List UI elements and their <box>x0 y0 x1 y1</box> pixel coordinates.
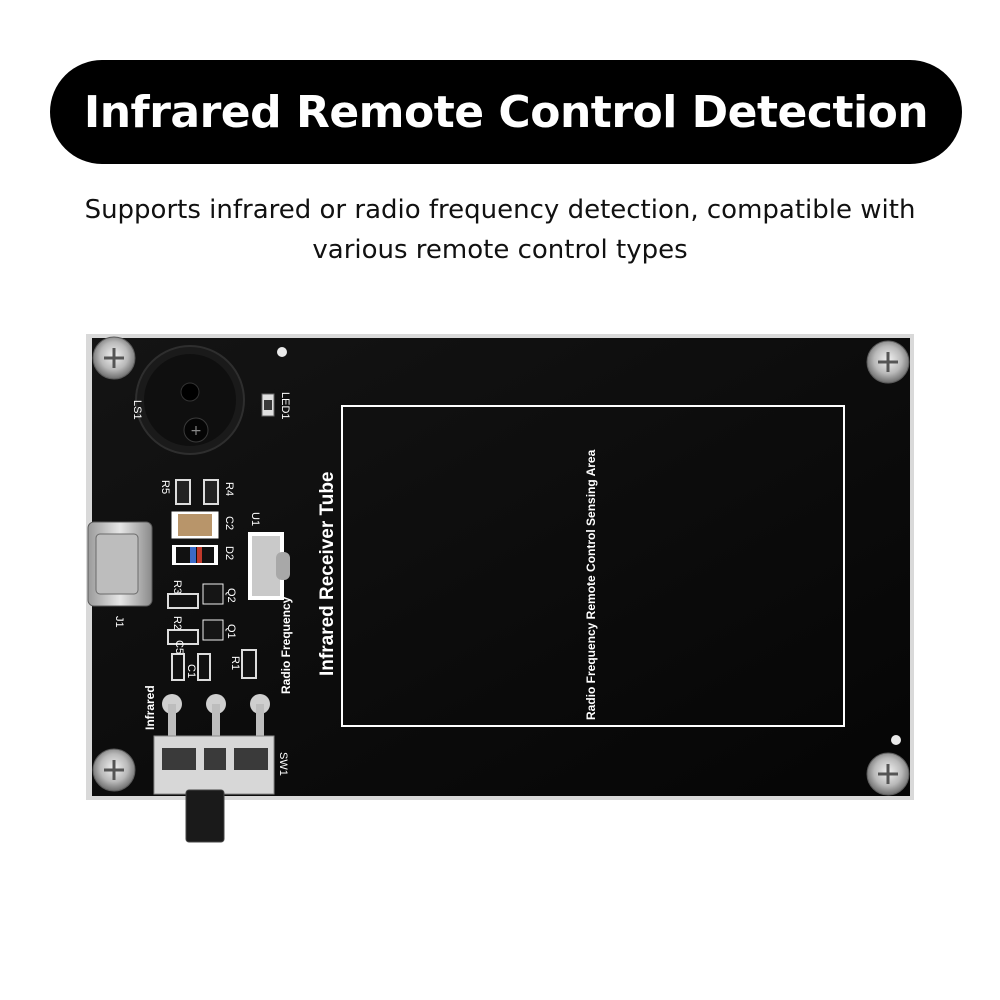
buzzer-plus-icon <box>183 417 209 443</box>
usb-c-port <box>95 533 139 595</box>
silkscreen-r4: R4 <box>223 482 235 496</box>
svg-text:+: + <box>190 423 202 439</box>
silkscreen-r5: R5 <box>159 480 171 494</box>
screw-bottom-right <box>866 752 910 796</box>
mounting-hole <box>891 735 901 745</box>
silkscreen-u1: U1 <box>249 512 261 526</box>
screw-top-left <box>92 336 136 380</box>
silkscreen-led1: LED1 <box>279 392 291 420</box>
buzzer-hole <box>180 382 200 402</box>
silkscreen-q1: Q1 <box>225 624 237 639</box>
silkscreen-r1: R1 <box>229 656 241 670</box>
title-banner: Infrared Remote Control Detection <box>50 60 962 164</box>
silkscreen-c2: C2 <box>223 516 235 530</box>
silkscreen-q2: Q2 <box>225 588 237 603</box>
slide-switch-knob[interactable] <box>185 789 225 843</box>
sensing-area-label: Radio Frequency Remote Control Sensing A… <box>584 449 598 720</box>
resistor-r3 <box>167 593 199 609</box>
silkscreen-sw1: SW1 <box>277 752 289 776</box>
subtitle-line-1: Supports infrared or radio frequency det… <box>84 195 916 225</box>
silkscreen-c1: C1 <box>185 664 197 678</box>
capacitor-c5 <box>171 653 185 681</box>
silkscreen-r2: R2 <box>171 616 183 630</box>
mounting-hole <box>277 347 287 357</box>
switch-infrared-label: Infrared <box>143 685 157 730</box>
subtitle: Supports infrared or radio frequency det… <box>40 190 960 270</box>
transistor-q1 <box>202 619 224 641</box>
sensing-area-outline <box>341 405 845 727</box>
resistor-r2 <box>167 629 199 645</box>
screw-top-right <box>866 340 910 384</box>
silkscreen-j1: J1 <box>113 616 125 628</box>
silkscreen-ls1: LS1 <box>131 400 143 420</box>
subtitle-line-2: various remote control types <box>312 235 688 265</box>
silkscreen-r3: R3 <box>171 580 183 594</box>
silkscreen-d2: D2 <box>223 546 235 560</box>
capacitor-c2 <box>178 514 212 536</box>
resistor-r4 <box>203 479 219 505</box>
resistor-r5 <box>175 479 191 505</box>
screw-bottom-left <box>92 748 136 792</box>
transistor-q2 <box>202 583 224 605</box>
page-title: Infrared Remote Control Detection <box>83 86 929 138</box>
ir-receiver-tube <box>252 536 280 596</box>
silkscreen-c5: C5 <box>173 640 185 654</box>
resistor-r1 <box>241 649 257 679</box>
switch-rf-label: Radio Frequency <box>279 596 293 694</box>
receiver-tube-label: Infrared Receiver Tube <box>317 471 338 676</box>
capacitor-c1 <box>197 653 211 681</box>
